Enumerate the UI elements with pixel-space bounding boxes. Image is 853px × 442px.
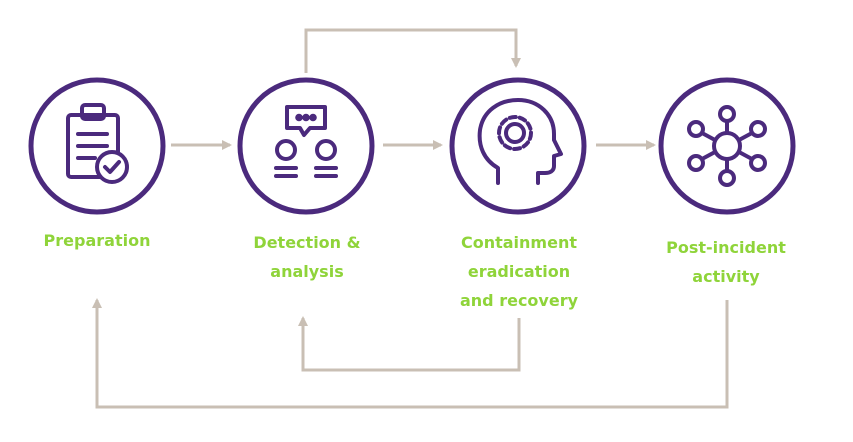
stage-label-line: analysis bbox=[270, 262, 344, 281]
stage-label-preparation: Preparation bbox=[12, 226, 182, 255]
stage-label-line: and recovery bbox=[459, 291, 579, 310]
stage-circle-detection bbox=[237, 77, 375, 215]
stage-label-line: Post-incident bbox=[666, 238, 786, 257]
stage-circle-containment bbox=[449, 77, 587, 215]
stage-circle-post-incident bbox=[658, 77, 796, 215]
stage-label-line: activity bbox=[692, 267, 760, 286]
arrow-containment-back-to-detection bbox=[298, 316, 521, 372]
arrow-post-back-to-preparation bbox=[92, 298, 729, 409]
head-gear-icon bbox=[477, 98, 563, 185]
people-chat-icon bbox=[274, 105, 338, 178]
stage-label-line: Detection & bbox=[253, 233, 361, 252]
flow-arrows bbox=[92, 28, 729, 409]
stage-circles bbox=[28, 77, 796, 215]
arrow-detection-loop-top bbox=[304, 28, 521, 73]
stage-label-line: eradication bbox=[467, 262, 571, 281]
stage-circle-preparation bbox=[28, 77, 166, 215]
stage-label-containment: Containment eradication and recovery bbox=[434, 228, 604, 315]
stage-label-line: Preparation bbox=[43, 231, 151, 250]
stage-label-detection: Detection & analysis bbox=[222, 228, 392, 286]
clipboard-check-icon bbox=[66, 103, 129, 184]
stage-label-post-incident: Post-incident activity bbox=[641, 233, 811, 291]
network-hub-icon bbox=[687, 105, 767, 187]
stage-label-line: Containment bbox=[460, 233, 577, 252]
